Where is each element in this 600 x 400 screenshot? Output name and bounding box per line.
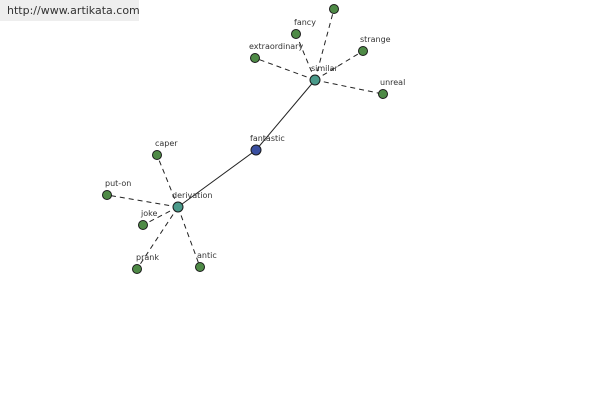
edge-similar-unreal [314, 79, 384, 95]
node-label-unreal: unreal [380, 78, 405, 87]
node-label-derivation: derivation [172, 191, 212, 200]
edge-derivation-joke [142, 206, 179, 226]
node-label-caper: caper [155, 139, 178, 148]
node-label-strange: strange [360, 35, 391, 44]
node-fancy[interactable] [291, 29, 301, 39]
edge-similar-strange [314, 50, 364, 81]
node-label-prank: prank [136, 253, 159, 262]
node-label-put-on: put-on [105, 179, 131, 188]
node-label-extraordinary: extraordinary [249, 42, 303, 51]
edge-fantastic-derivation [177, 149, 257, 208]
labels-layer: fantastic similar derivation fancy extraordi… [105, 18, 405, 262]
edge-similar-fancy [295, 33, 316, 81]
edge-derivation-antic [177, 206, 201, 268]
node-joke[interactable] [138, 220, 148, 230]
node-label-similar: similar [311, 64, 339, 73]
edge-derivation-prank [136, 206, 179, 270]
node-label-antic: antic [197, 251, 217, 260]
node-put-on[interactable] [102, 190, 112, 200]
node-caper[interactable] [152, 150, 162, 160]
node-prank[interactable] [132, 264, 142, 274]
node-label-fantastic: fantastic [250, 134, 285, 143]
edge-similar-top-cut [314, 8, 335, 81]
node-derivation[interactable] [172, 201, 184, 213]
source-url-banner[interactable]: http://www.artikata.com [0, 0, 140, 21]
node-extraordinary[interactable] [250, 53, 260, 63]
node-label-joke: joke [140, 209, 157, 218]
edge-derivation-put-on [106, 194, 179, 208]
edge-derivation-caper [156, 154, 179, 208]
node-similar[interactable] [309, 74, 321, 86]
node-label-fancy: fancy [294, 18, 316, 27]
edge-fantastic-similar [255, 79, 316, 151]
nodes-layer [102, 4, 388, 274]
node-antic[interactable] [195, 262, 205, 272]
node-top-cut[interactable] [329, 4, 339, 14]
edges-layer [106, 8, 384, 270]
edge-similar-extraordinary [254, 57, 316, 81]
node-fantastic[interactable] [250, 144, 262, 156]
node-unreal[interactable] [378, 89, 388, 99]
node-strange[interactable] [358, 46, 368, 56]
